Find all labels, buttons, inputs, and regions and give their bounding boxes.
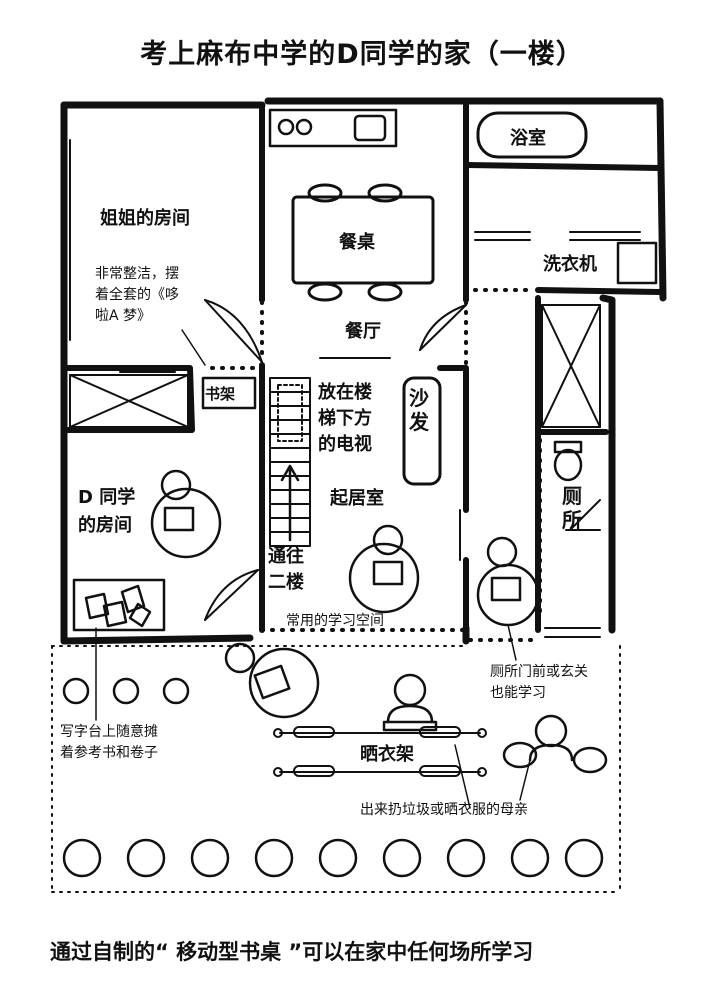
drying-rack-shape [273, 726, 487, 777]
door-swings [204, 299, 601, 621]
toilet-note: 厕所门前或玄关 也能学习 [490, 662, 588, 704]
dining-room-label: 餐厅 [345, 321, 381, 342]
trees [62, 677, 604, 878]
tv-label: 放在楼 梯下方 的电视 [318, 380, 372, 458]
d-room-label: D 同学 的房间 [78, 484, 135, 540]
bookshelf-label: 书架 [205, 385, 236, 403]
mother-note: 出来扔垃圾或晒衣服的母亲 [360, 802, 528, 818]
study-figure-yard [224, 642, 320, 719]
study-figure-living [348, 524, 420, 614]
bathtub-shape [476, 111, 588, 159]
closets [69, 304, 601, 428]
leader-lines [95, 329, 531, 809]
study-figure-toilet-front [476, 536, 540, 627]
d-room-label-line-2: 的房间 [78, 515, 132, 536]
toilet-note-line-2: 也能学习 [490, 685, 546, 701]
stairs-label: 通往 二楼 [268, 544, 304, 596]
d-room-label-line-1: D 同学 [78, 487, 136, 508]
footer-caption: 通过自制的“ 移动型书桌 ”可以在家中任何场所学习 [50, 940, 534, 964]
bathroom-label: 浴室 [510, 128, 546, 149]
dining-table-label: 餐桌 [339, 232, 375, 253]
desk-shape [72, 578, 166, 632]
garbage-figure [502, 714, 608, 774]
interior-walls [61, 98, 663, 633]
washing-machine-label: 洗衣机 [543, 254, 597, 275]
living-room-label: 起居室 [330, 488, 384, 509]
dining-table [291, 183, 435, 302]
sister-note: 非常整洁，摆 着全套的《哆 啦A 梦》 [95, 264, 179, 327]
mother-figure [382, 673, 438, 732]
toilet-note-line-1: 厕所门前或玄关 [490, 664, 588, 680]
stairs-shape [269, 377, 311, 547]
desk-note-line-1: 写字台上随意摊 [60, 724, 158, 740]
door-dots [210, 288, 542, 642]
washing-machine-shape [616, 241, 658, 285]
sister-room-label: 姐姐的房间 [100, 208, 190, 229]
bookshelf-shape [201, 376, 257, 410]
stairs-label-line-2: 二楼 [268, 572, 304, 593]
yard-boundary [51, 645, 621, 893]
stairs-label-line-1: 通往 [268, 546, 304, 567]
desk-note: 写字台上随意摊 着参考书和卷子 [60, 722, 158, 764]
sister-note-line-1: 非常整洁，摆 [95, 266, 179, 282]
tv-label-line-1: 放在楼 [318, 382, 372, 403]
desk-note-line-2: 着参考书和卷子 [60, 745, 158, 761]
study-space-note: 常用的学习空间 [286, 613, 384, 629]
sister-note-line-3: 啦A 梦》 [95, 308, 152, 324]
tv-label-line-3: 的电视 [318, 434, 372, 455]
sofa-shape [402, 376, 442, 486]
sister-note-line-2: 着全套的《哆 [95, 287, 179, 303]
page-title: 考上麻布中学的D同学的家（一楼） [140, 39, 584, 70]
toilet-label: 厕所 [562, 484, 582, 532]
kitchen-counter [268, 108, 398, 148]
toilet-shape [553, 440, 583, 482]
sofa-label: 沙发 [409, 386, 429, 434]
drying-rack-label: 晒衣架 [360, 744, 414, 765]
window-marks [69, 139, 641, 638]
tv-label-line-2: 梯下方 [318, 408, 372, 429]
study-figure-d-room [150, 469, 222, 559]
